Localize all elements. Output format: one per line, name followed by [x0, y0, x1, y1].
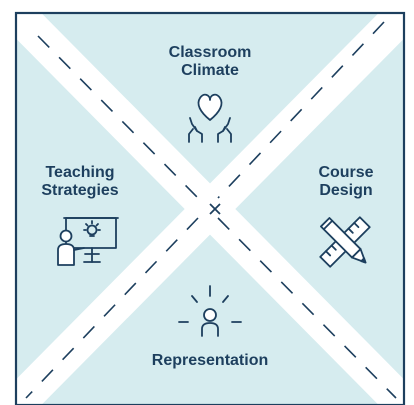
center-x-mark	[209, 203, 221, 215]
label-course-design: Course Design	[318, 164, 374, 199]
diagram-border	[14, 11, 406, 405]
spotlight-person-icon	[178, 285, 242, 337]
label-teaching-strategies: Teaching Strategies	[41, 164, 119, 199]
heart-hands-icon	[188, 93, 232, 143]
label-representation: Representation	[151, 352, 269, 369]
dashed-diagonals	[25, 21, 397, 399]
pencil-ruler-icon	[319, 216, 371, 268]
teacher-presentation-icon	[57, 217, 119, 266]
label-classroom-climate: Classroom Climate	[168, 44, 252, 79]
